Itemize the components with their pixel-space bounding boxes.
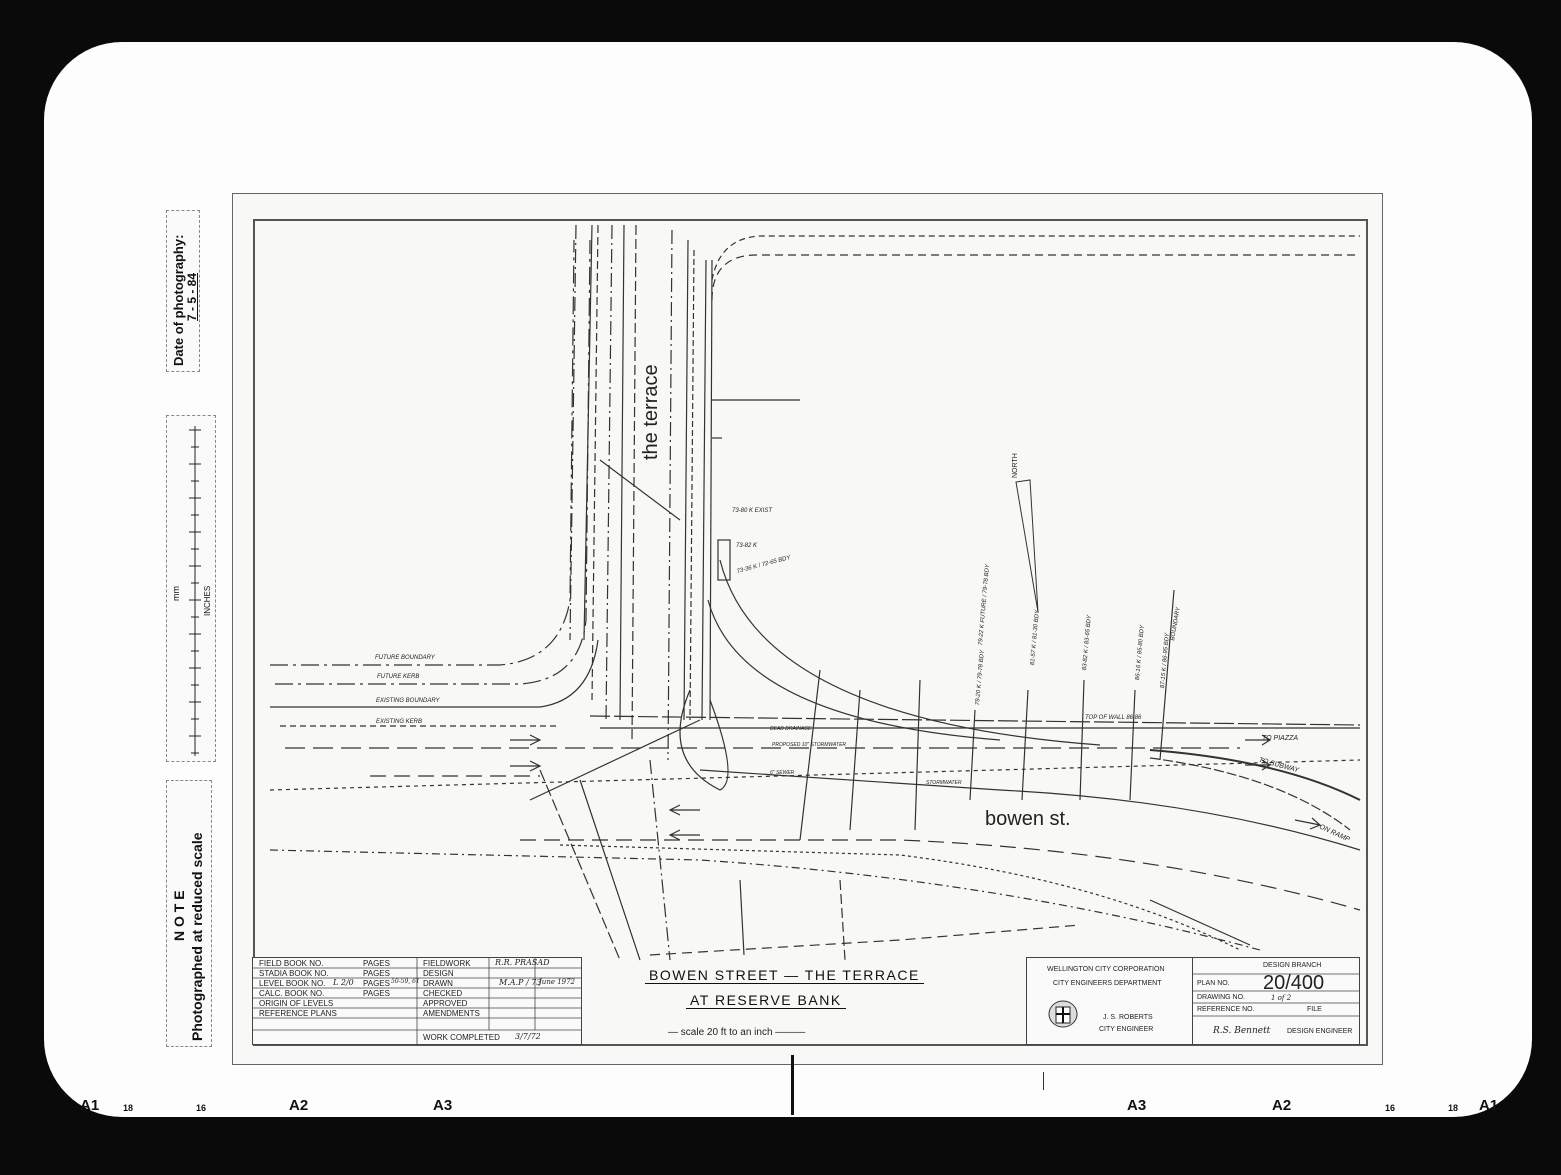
stadia-book-label: STADIA BOOK NO. — [259, 969, 329, 978]
engineer-title: CITY ENGINEER — [1099, 1026, 1154, 1033]
drawing-title-line1: BOWEN STREET — THE TERRACE — [645, 967, 924, 984]
frame-mark: A2 — [1272, 1097, 1292, 1114]
photo-date-value: 7 - 5 - 84 — [185, 272, 199, 321]
design-label: DESIGN — [423, 969, 454, 978]
drawing-border — [253, 219, 1368, 1046]
drawing-sheet — [232, 193, 1383, 1065]
origin-of-levels-label: ORIGIN OF LEVELS — [259, 999, 334, 1008]
note-title: N O T E — [171, 890, 187, 941]
ruler-ticks — [189, 426, 201, 756]
future-kerb-label: FUTURE KERB — [377, 674, 420, 680]
drawn-label: DRAWN — [423, 979, 453, 988]
elevation-label: 73-82 K — [736, 543, 758, 549]
level-book-pages-value: 50-59, 61 — [391, 978, 420, 985]
drawn-date: June 1972 — [539, 978, 576, 986]
work-completed-label: WORK COMPLETED — [423, 1033, 500, 1042]
design-branch-label: DESIGN BRANCH — [1263, 962, 1322, 969]
existing-kerb-label: EXISTING KERB — [376, 719, 423, 725]
photo-date-box: Date of photography: 7 - 5 - 84 — [166, 210, 200, 372]
fieldwork-label: FIELDWORK — [423, 959, 471, 968]
drawing-scale: — scale 20 ft to an inch ——— — [668, 1027, 806, 1038]
frame-mark: A3 — [433, 1097, 453, 1114]
checked-label: CHECKED — [423, 989, 463, 998]
approved-label: APPROVED — [423, 999, 468, 1008]
sewer-label: 6" SEWER — [770, 770, 795, 776]
note-text: Photographed at reduced scale — [189, 832, 205, 1042]
drawing-no-label: DRAWING NO. — [1197, 994, 1245, 1001]
city-crest-icon — [1048, 1000, 1078, 1028]
engineer-name: J. S. ROBERTS — [1103, 1014, 1153, 1021]
work-completed-value: 3/7/72 — [515, 1032, 541, 1041]
level-book-value: L 2/0 — [333, 978, 354, 987]
frame-mark: A1 — [1479, 1097, 1499, 1114]
scale-text: scale 20 ft to an inch — [680, 1027, 773, 1038]
to-piazza-label: TO PIAZZA — [1262, 735, 1299, 742]
dead-drainage-label: DEAD DRAINAGE — [770, 726, 812, 732]
org-panel: WELLINGTON CITY CORPORATION CITY ENGINEE… — [1027, 958, 1193, 1044]
level-book-label: LEVEL BOOK NO. — [259, 979, 326, 988]
stormwater-label: STORMWATER — [926, 780, 962, 786]
stadia-book-pages-label: PAGES — [363, 969, 390, 978]
field-book-label: FIELD BOOK NO. — [259, 959, 324, 968]
reference-plans-label: REFERENCE PLANS — [259, 1009, 337, 1018]
bowen-street-label: bowen st. — [985, 808, 1071, 830]
frame-mark: A3 — [1127, 1097, 1147, 1114]
reference-no-label: REFERENCE NO. — [1197, 1006, 1255, 1013]
drawing-title-block: BOWEN STREET — THE TERRACE AT RESERVE BA… — [593, 957, 1023, 1043]
calc-book-label: CALC. BOOK NO. — [259, 989, 325, 998]
calc-book-pages-label: PAGES — [363, 989, 390, 998]
design-engineer-signature: R.S. Bennett — [1213, 1026, 1271, 1036]
drawing-no-value: 1 of 2 — [1271, 994, 1292, 1002]
center-fold-mark — [791, 1055, 794, 1115]
scale-ruler: mm INCHES — [166, 415, 216, 762]
terrace-street-label: the terrace — [640, 364, 662, 460]
ruler-mm-label: mm — [171, 586, 181, 601]
top-of-wall-label: TOP OF WALL 86.86 — [1085, 715, 1142, 721]
fold-mark — [1043, 1072, 1044, 1090]
frame-mark: 16 — [196, 1103, 207, 1113]
fieldwork-name: R.R. PRASAD — [495, 958, 550, 967]
frame-mark: A1 — [80, 1097, 100, 1114]
design-engineer-label: DESIGN ENGINEER — [1287, 1028, 1353, 1035]
elevation-label: 73-80 K EXIST — [732, 508, 773, 514]
future-boundary-label: FUTURE BOUNDARY — [375, 655, 435, 661]
drawing-title-line2: AT RESERVE BANK — [686, 992, 846, 1009]
records-table-grid — [253, 958, 581, 1044]
plan-no-label: PLAN NO. — [1197, 980, 1230, 987]
drawn-name: M.A.P / 73 — [499, 978, 542, 987]
authority-block: WELLINGTON CITY CORPORATION CITY ENGINEE… — [1026, 957, 1360, 1045]
amendments-label: AMENDMENTS — [423, 1009, 480, 1018]
frame-mark: 18 — [123, 1103, 134, 1113]
plan-panel-grid — [1192, 973, 1359, 1017]
frame-mark: 18 — [1448, 1103, 1459, 1113]
north-label: NORTH — [1012, 453, 1019, 478]
ruler-inches-label: INCHES — [203, 585, 212, 616]
photo-date-label: Date of photography: — [171, 234, 186, 366]
reduced-scale-note: N O T E Photographed at reduced scale — [166, 780, 212, 1047]
existing-boundary-label: EXISTING BOUNDARY — [376, 698, 440, 704]
org-line2: CITY ENGINEERS DEPARTMENT — [1053, 980, 1162, 987]
records-table: FIELD BOOK NO. PAGES FIELDWORK R.R. PRAS… — [252, 957, 582, 1045]
field-book-pages-label: PAGES — [363, 959, 390, 968]
level-book-pages-label: PAGES — [363, 979, 390, 988]
proposed-stormwater-label: PROPOSED 10" STORMWATER — [772, 742, 847, 748]
plan-no-value: 20/400 — [1263, 972, 1325, 994]
file-label: FILE — [1307, 1006, 1322, 1013]
frame-mark: A2 — [289, 1097, 309, 1114]
org-line1: WELLINGTON CITY CORPORATION — [1047, 966, 1165, 973]
frame-mark: 16 — [1385, 1103, 1396, 1113]
